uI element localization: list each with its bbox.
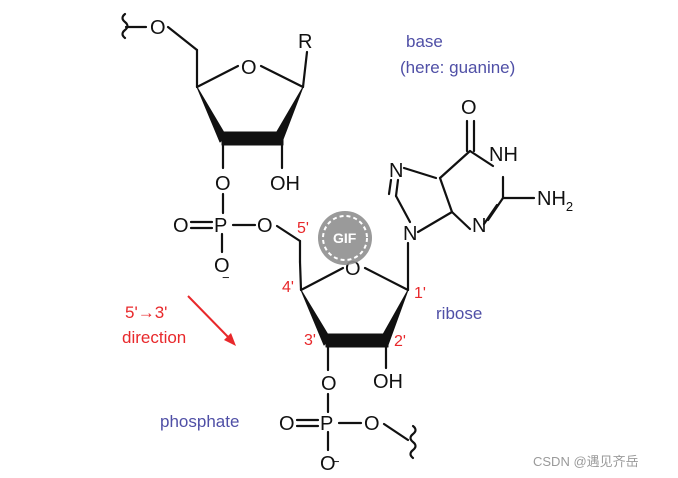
watermark: CSDN @遇见齐岳: [533, 454, 639, 469]
guanine-base: N N O NH N NH2: [387, 97, 573, 245]
charge-minus-top: −: [222, 270, 230, 285]
gif-badge[interactable]: GIF: [318, 211, 372, 265]
atom-r: R: [298, 31, 312, 53]
atom-n9: N: [403, 223, 417, 245]
atom-o-minus-bottom: O: [320, 453, 336, 475]
bottom-phosphate: P O O O −: [279, 392, 417, 475]
top-sugar: O O R O OH: [121, 12, 312, 195]
atom-o-top-chain: O: [150, 17, 166, 39]
gif-badge-label: GIF: [333, 230, 357, 246]
top-phosphate: P O O O −: [173, 192, 302, 285]
atom-o-double-bottom: O: [279, 413, 295, 435]
atom-p-bottom: P: [320, 413, 333, 435]
atom-oh-top: OH: [270, 173, 300, 195]
position-4prime: 4': [282, 279, 294, 296]
atom-n7: N: [389, 160, 403, 182]
atom-o-minus-top: O: [214, 255, 230, 277]
position-5prime: 5': [297, 220, 309, 237]
atom-o-main-3: O: [321, 373, 337, 395]
label-phosphate: phosphate: [160, 412, 239, 431]
label-base-detail: (here: guanine): [400, 58, 515, 77]
atom-o-carbonyl: O: [461, 97, 477, 119]
atom-nh2: NH2: [537, 188, 573, 214]
main-sugar: O 5' 4' 3' 2' 1' O OH: [282, 220, 426, 395]
atom-n3: N: [472, 215, 486, 237]
atom-o-top-3: O: [215, 173, 231, 195]
position-2prime: 2': [394, 333, 406, 350]
atom-oh-main: OH: [373, 371, 403, 393]
charge-minus-bottom: −: [332, 454, 340, 469]
atom-o-ester-bottom: O: [364, 413, 380, 435]
position-3prime: 3': [304, 332, 316, 349]
chain-break-bottom: [409, 424, 417, 460]
label-direction: direction: [122, 328, 186, 347]
atom-o-ester-top: O: [257, 215, 273, 237]
atom-o-top-ring: O: [241, 57, 257, 79]
label-ribose: ribose: [436, 304, 482, 323]
label-base: base: [406, 32, 443, 51]
atom-o-double-top: O: [173, 215, 189, 237]
label-direction-arrow: 5'→3': [125, 303, 167, 322]
position-1prime: 1': [414, 285, 426, 302]
atom-nh: NH: [489, 144, 518, 166]
direction-arrow-icon: [187, 295, 236, 346]
atom-p-top: P: [214, 215, 227, 237]
